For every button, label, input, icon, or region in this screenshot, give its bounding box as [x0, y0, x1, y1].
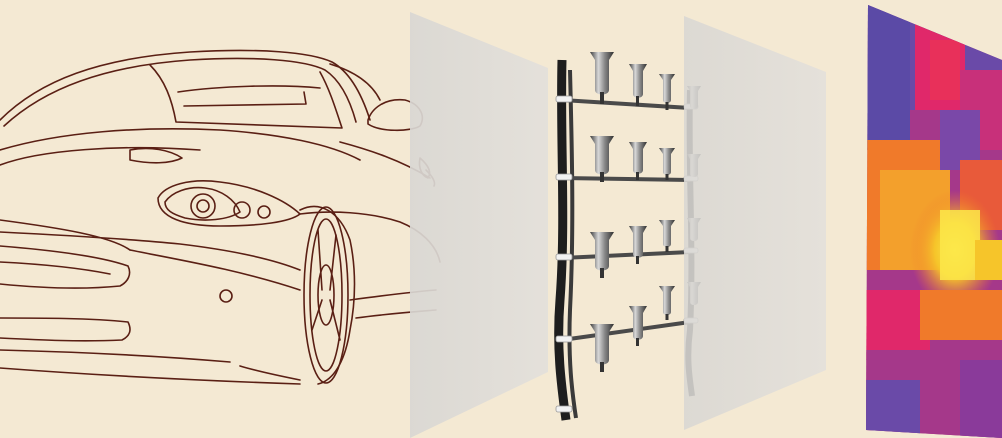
microphone-array [556, 52, 701, 420]
car-sketch [0, 50, 440, 384]
projection-plane-1 [410, 12, 548, 438]
projection-plane-2 [684, 16, 826, 430]
acoustic-heatmap [860, 0, 1002, 438]
